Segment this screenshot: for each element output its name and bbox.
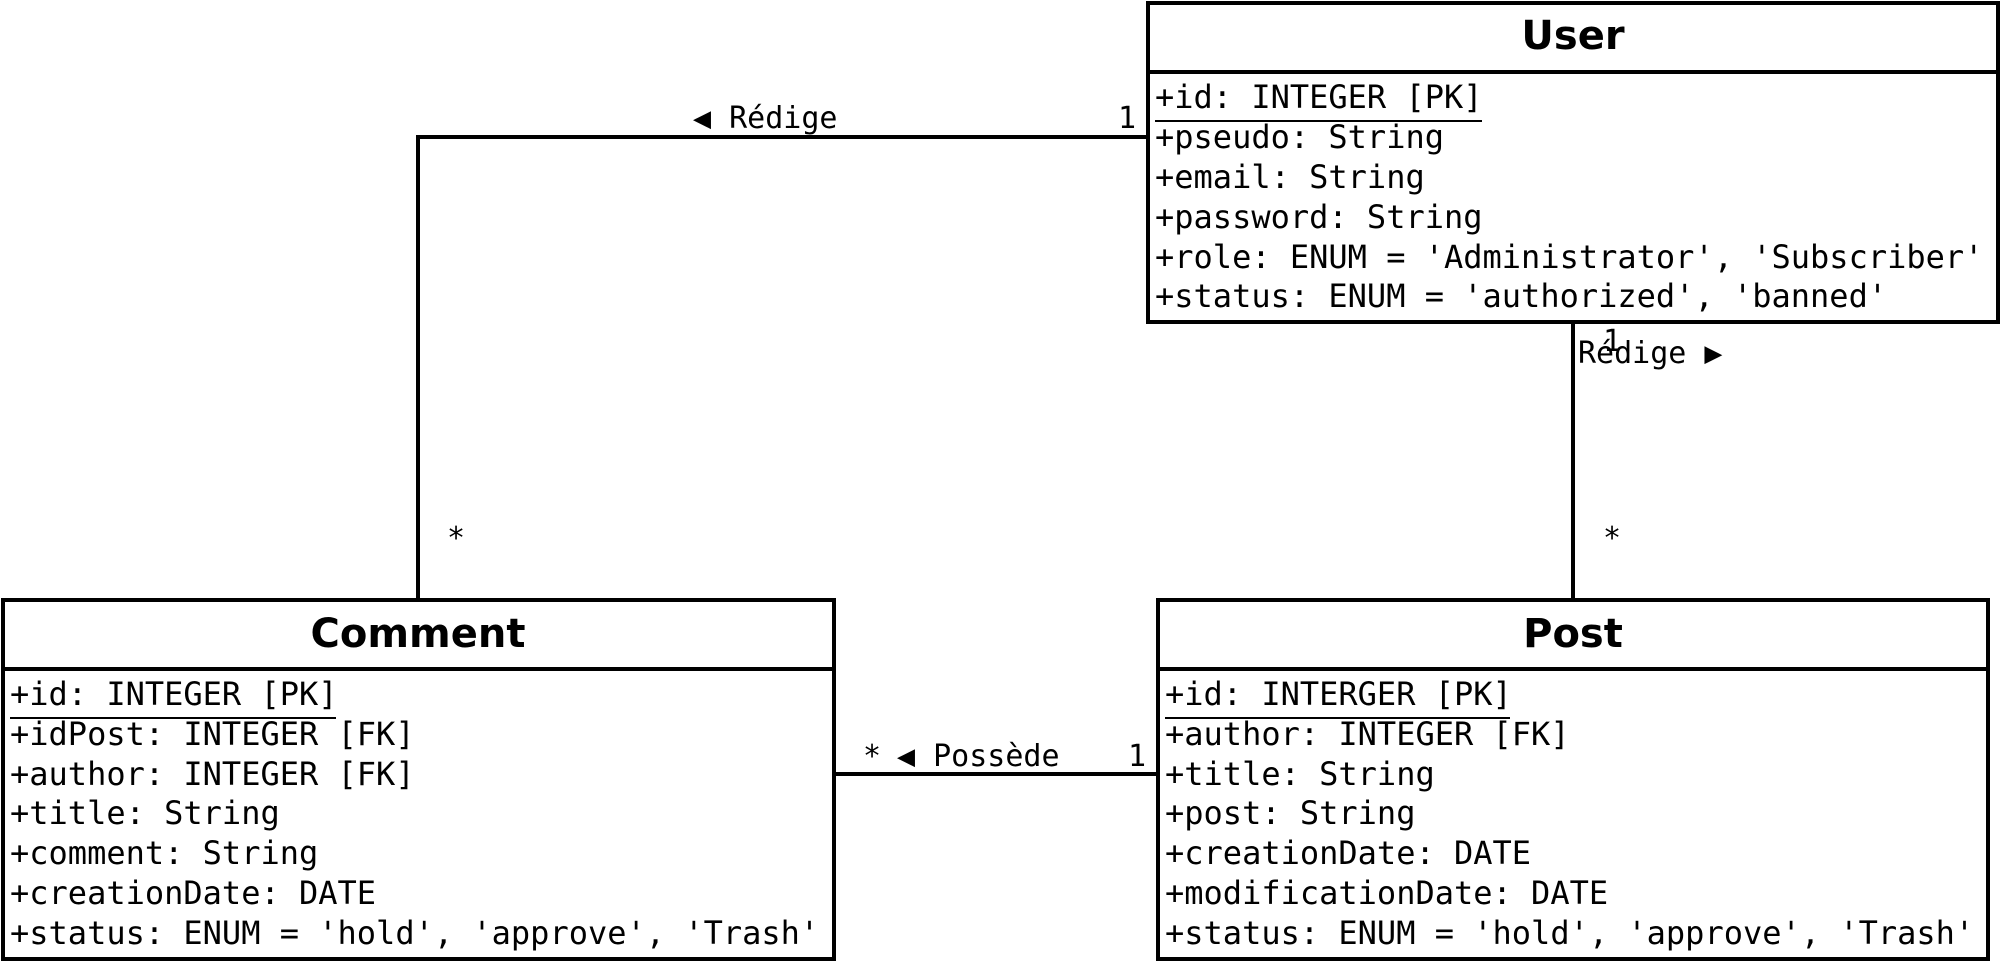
association-user-post-label: Rédige ▶ [1578,336,1723,371]
class-user-attribute: +status: ENUM = 'authorized', 'banned' [1155,277,1887,315]
multiplicity-post-comment-post: 1 [1128,739,1146,774]
multiplicity-user-post-post: * [1603,521,1621,556]
class-user-attribute: +password: String [1155,198,1483,236]
class-post[interactable]: Post +id: INTERGER [PK] +author: INTEGER… [1156,598,1990,961]
association-user-comment-line [416,135,1148,600]
class-post-attribute: +title: String [1165,755,1435,793]
class-user-attribute: +pseudo: String [1155,118,1444,156]
multiplicity-user-comment-comment: * [447,521,465,556]
class-user-attribute: +email: String [1155,158,1425,196]
class-post-attribute: +id: INTERGER [PK] [1165,675,1512,713]
class-post-attribute: +modificationDate: DATE [1165,874,1608,912]
multiplicity-user-comment-user: 1 [1118,101,1136,136]
class-comment-attribute: +status: ENUM = 'hold', 'approve', 'Tras… [10,914,819,952]
class-comment-attribute: +title: String [10,794,280,832]
class-post-attribute: +creationDate: DATE [1165,834,1531,872]
class-post-attribute: +author: INTEGER [FK] [1165,715,1570,753]
association-post-comment-label: ◀ Possède [897,739,1060,774]
class-comment-attribute: +comment: String [10,834,318,872]
multiplicity-user-post-user: 1 [1603,324,1621,359]
class-comment-attribute: +creationDate: DATE [10,874,376,912]
multiplicity-post-comment-comment: * [863,739,881,774]
class-comment-attribute: +author: INTEGER [FK] [10,755,415,793]
association-user-comment-label: ◀ Rédige [693,101,838,136]
class-post-attribute: +status: ENUM = 'hold', 'approve', 'Tras… [1165,914,1974,952]
class-user-attribute: +role: ENUM = 'Administrator', 'Subscrib… [1155,238,1983,276]
class-post-title: Post [1523,611,1623,657]
class-user[interactable]: User +id: INTEGER [PK] +pseudo: String +… [1146,1,2000,324]
class-user-title: User [1521,13,1624,59]
class-comment-title: Comment [311,611,526,657]
class-comment-attribute: +idPost: INTEGER [FK] [10,715,415,753]
class-post-attribute: +post: String [1165,794,1415,832]
class-comment-attribute: +id: INTEGER [PK] [10,675,338,713]
class-user-attribute: +id: INTEGER [PK] [1155,78,1483,116]
class-comment[interactable]: Comment +id: INTEGER [PK] +idPost: INTEG… [1,598,836,961]
